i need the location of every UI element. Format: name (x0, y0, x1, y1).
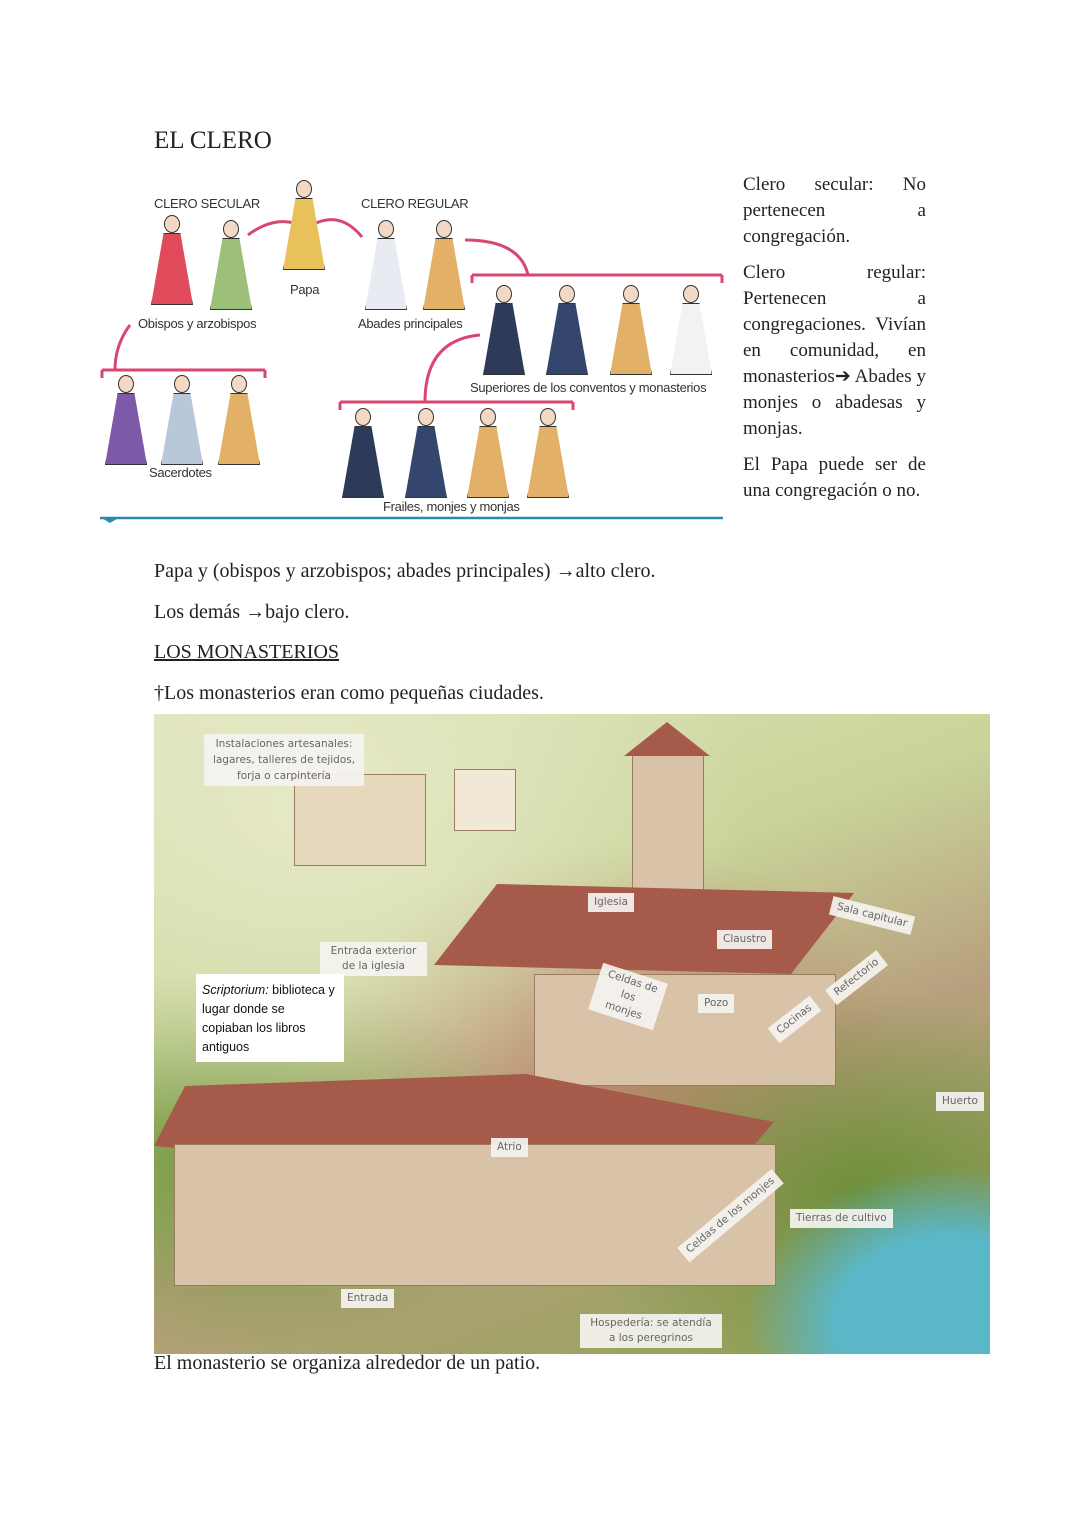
clergy-figure (405, 408, 447, 498)
clergy-figure (210, 220, 252, 310)
clergy-hierarchy-diagram: CLERO SECULAR CLERO REGULAR Papa Obispos… (100, 175, 725, 525)
clergy-figure (342, 408, 384, 498)
clergy-figure (423, 220, 465, 310)
label-pozo: Pozo (698, 994, 735, 1013)
clergy-figure (218, 375, 260, 465)
connector-lines (100, 218, 724, 523)
note-clero-regular: Clero regular: Pertenecen a congregacion… (743, 262, 926, 439)
label-atrio: Atrio (491, 1138, 528, 1157)
alto-clero-text: Papa y (obispos y arzobispos; abades pri… (154, 560, 656, 582)
label-huerto: Huerto (936, 1092, 984, 1111)
clergy-figure (670, 285, 712, 375)
label-instalaciones: Instalaciones artesanales: lagares, tall… (204, 734, 364, 786)
label-papa: Papa (290, 282, 320, 297)
clergy-figure (610, 285, 652, 375)
monastery-illustration: Instalaciones artesanales: lagares, tall… (154, 714, 990, 1354)
monastery-caption: El monasterio se organiza alrededor de u… (154, 1352, 541, 1374)
label-obispos: Obispos y arzobispos (138, 316, 257, 331)
bajo-clero-text: Los demás →bajo clero. (154, 601, 350, 623)
label-clero-regular: CLERO REGULAR (361, 196, 469, 211)
label-entrada: Entrada (341, 1289, 395, 1308)
clergy-figure (105, 375, 147, 465)
label-frailes: Frailes, monjes y monjas (383, 499, 520, 514)
page-heading: EL CLERO (154, 127, 272, 154)
monasterios-intro: †Los monasterios eran como pequeñas ciud… (154, 682, 544, 704)
label-abades: Abades principales (358, 316, 463, 331)
side-notes: Clero secular: No pertenecen a congregac… (743, 172, 926, 514)
section-heading-monasterios: LOS MONASTERIOS (154, 641, 340, 663)
bell-tower (632, 754, 704, 906)
label-superiores: Superiores de los conventos y monasterio… (470, 380, 707, 395)
label-claustro: Claustro (717, 930, 773, 949)
label-hospederia: Hospedería: se atendía a los peregrinos (580, 1314, 722, 1348)
note-clero-secular: Clero secular: No pertenecen a congregac… (743, 174, 926, 247)
label-sacerdotes: Sacerdotes (149, 465, 212, 480)
clergy-figure (161, 375, 203, 465)
clergy-figure (151, 215, 193, 305)
label-iglesia: Iglesia (588, 893, 634, 912)
label-tierras: Tierras de cultivo (790, 1209, 893, 1228)
scriptorium-note: Scriptorium: biblioteca y lugar donde se… (196, 974, 344, 1062)
main-building (174, 1144, 776, 1286)
label-clero-secular: CLERO SECULAR (154, 196, 260, 211)
label-sala-capitular: Sala capitular (828, 896, 916, 935)
label-entrada-exterior: Entrada exterior de la iglesia (320, 942, 427, 976)
note-papa: El Papa puede ser de una congregación o … (743, 454, 926, 501)
clergy-figure (467, 408, 509, 498)
clergy-figure (283, 180, 325, 270)
clergy-figure (527, 408, 569, 498)
clergy-figure (365, 220, 407, 310)
clergy-figure (546, 285, 588, 375)
clergy-figure (483, 285, 525, 375)
